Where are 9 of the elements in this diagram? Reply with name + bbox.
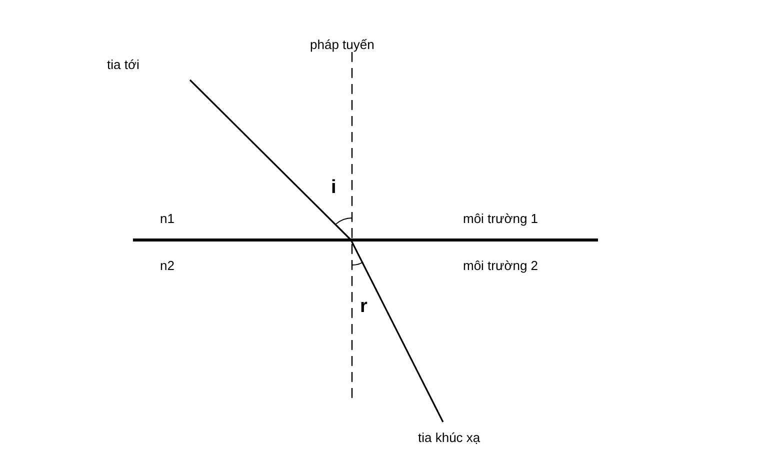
angle-label: r <box>360 297 368 317</box>
medium-label: môi trường 1 <box>463 211 538 226</box>
medium-label: n2 <box>160 258 174 273</box>
medium-label: môi trường 2 <box>463 258 538 273</box>
angle-label: i <box>331 178 336 198</box>
ray-label: tia khúc xạ <box>418 430 480 445</box>
ray-label: tia tới <box>107 57 140 72</box>
medium-label: n1 <box>160 211 174 226</box>
axis-label: pháp tuyến <box>310 37 374 52</box>
